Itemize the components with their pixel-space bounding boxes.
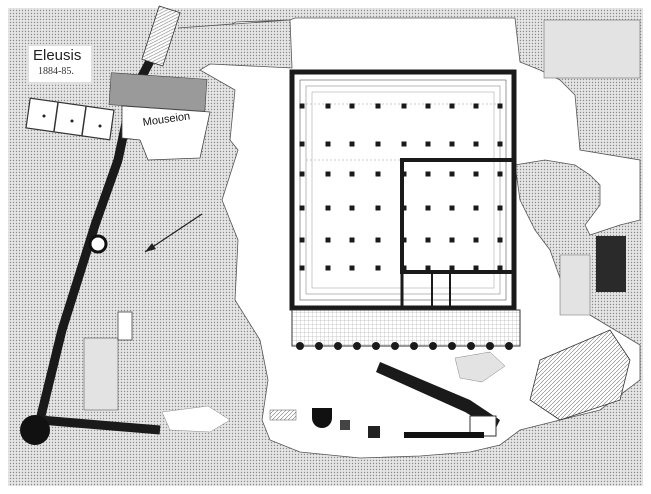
column-base <box>473 141 479 147</box>
column-base <box>425 141 431 147</box>
map-date: 1884-85. <box>38 66 74 77</box>
column-grid <box>299 103 503 271</box>
column-base <box>349 103 355 109</box>
column-base <box>325 103 331 109</box>
column-base <box>299 141 305 147</box>
column-base <box>497 103 503 109</box>
portico-column <box>334 342 342 350</box>
map-title: Eleusis <box>33 47 82 64</box>
south-wall-lower <box>404 432 484 438</box>
east-dark-structure <box>596 236 626 292</box>
mouseion-roof <box>108 72 208 112</box>
column-base <box>325 171 331 177</box>
column-base <box>375 171 381 177</box>
column-base <box>401 237 407 243</box>
column-base <box>299 171 305 177</box>
column-base <box>449 171 455 177</box>
column-base <box>449 205 455 211</box>
portico-column <box>296 342 304 350</box>
column-base <box>299 205 305 211</box>
south-altar <box>340 420 350 430</box>
column-base <box>497 205 503 211</box>
column-base <box>401 171 407 177</box>
column-base <box>497 237 503 243</box>
column-base <box>425 171 431 177</box>
south-wall <box>39 415 161 435</box>
south-small-block <box>269 409 297 421</box>
philon-portico <box>291 309 521 347</box>
column-base <box>473 171 479 177</box>
south-wall-diagonal <box>376 362 500 430</box>
north-wall-segment <box>141 5 181 67</box>
column-base <box>401 265 407 271</box>
portico-column <box>448 342 456 350</box>
portico-column <box>372 342 380 350</box>
column-base <box>375 141 381 147</box>
column-base <box>449 237 455 243</box>
column-base <box>349 171 355 177</box>
round-tower <box>20 415 50 445</box>
ne-annex <box>543 19 641 79</box>
column-base <box>299 103 305 109</box>
column-base <box>449 141 455 147</box>
map-title-box: Eleusis 1884-85. <box>28 45 92 83</box>
west-small-room <box>117 311 133 341</box>
column-base <box>375 237 381 243</box>
column-base <box>325 265 331 271</box>
portico-column <box>391 342 399 350</box>
column-base <box>325 205 331 211</box>
column-base <box>375 103 381 109</box>
south-block <box>368 426 380 438</box>
column-base <box>349 141 355 147</box>
portico-column <box>486 342 494 350</box>
west-structure <box>83 337 119 411</box>
east-structure <box>559 254 591 316</box>
portico-column <box>353 342 361 350</box>
column-base <box>497 171 503 177</box>
column-base <box>325 141 331 147</box>
column-base <box>473 265 479 271</box>
north-arrow <box>144 213 203 253</box>
portico-column <box>410 342 418 350</box>
mouseion-rooms <box>25 97 115 141</box>
column-base <box>349 237 355 243</box>
column-base <box>299 265 305 271</box>
portico-columns <box>296 342 513 350</box>
column-base <box>375 205 381 211</box>
portico-column <box>505 342 513 350</box>
column-base <box>375 265 381 271</box>
portico-column <box>315 342 323 350</box>
portico-column <box>467 342 475 350</box>
column-base <box>401 205 407 211</box>
mouseion-building <box>121 105 211 161</box>
column-base <box>299 237 305 243</box>
gate-tower <box>88 234 108 254</box>
column-base <box>497 141 503 147</box>
south-apse <box>312 408 332 428</box>
column-base <box>425 103 431 109</box>
portico-column <box>429 342 437 350</box>
column-base <box>349 265 355 271</box>
column-base <box>449 265 455 271</box>
column-base <box>473 103 479 109</box>
column-base <box>401 103 407 109</box>
column-base <box>449 103 455 109</box>
column-base <box>349 205 355 211</box>
column-base <box>425 237 431 243</box>
column-base <box>425 205 431 211</box>
old-telesterion-porch <box>400 270 516 310</box>
se-buildings <box>529 329 631 421</box>
column-base <box>497 265 503 271</box>
column-base <box>425 265 431 271</box>
column-base <box>401 141 407 147</box>
column-base <box>473 237 479 243</box>
column-base <box>473 205 479 211</box>
column-base <box>325 237 331 243</box>
